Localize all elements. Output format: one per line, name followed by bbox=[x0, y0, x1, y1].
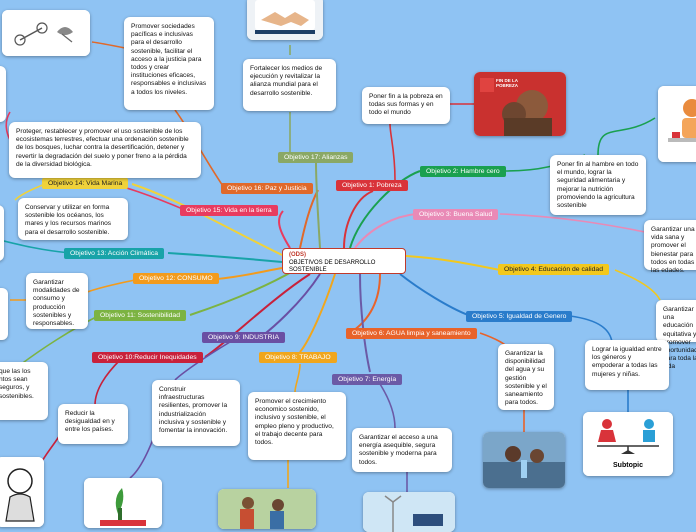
objective-15-description[interactable]: Proteger, restablecer y promover el uso … bbox=[9, 122, 201, 178]
objective-13-pill[interactable]: Objetivo 13: Acción Climática bbox=[64, 248, 165, 259]
objective-4-pill[interactable]: Objetivo 4: Educación de calidad bbox=[498, 264, 609, 275]
objective-14-description[interactable]: Conservar y utilizar en forma sostenible… bbox=[18, 198, 128, 240]
objective-2-description[interactable]: Poner fin al hambre en todo el mundo, lo… bbox=[550, 155, 646, 215]
objective-15-pill[interactable]: Objetivo 15: Vida en la tierra bbox=[180, 205, 278, 216]
objective-6-pill[interactable]: Objetivo 6: AGUA limpia y saneamiento bbox=[346, 328, 477, 339]
objective-11-pill[interactable]: Objetivo 11: Sostenibilidad bbox=[94, 310, 186, 321]
objective-1-pill[interactable]: Objetivo 1: Pobreza bbox=[336, 180, 408, 191]
poster-title: FIN DE LA POBREZA bbox=[496, 78, 519, 88]
objective-4-description[interactable]: Garantizar una educación equitativa y pr… bbox=[656, 300, 696, 370]
objective-11-description[interactable]: que las los ntos sean seguros, y sosteni… bbox=[0, 362, 48, 420]
objective-14-pill[interactable]: Objetivo 14: Vida Marina bbox=[42, 178, 129, 189]
objective-8-description[interactable]: Promover el crecimiento economico sosten… bbox=[248, 392, 346, 460]
objective-1-description[interactable]: Poner fin a la pobreza en todas sus form… bbox=[362, 87, 450, 124]
objective-6-description[interactable]: Garantizar la disponibilidad del agua y … bbox=[498, 344, 554, 410]
climate-image[interactable] bbox=[0, 205, 4, 261]
connector-lines bbox=[0, 41, 661, 492]
inequality-cartoon-image[interactable] bbox=[0, 457, 44, 527]
objective-5-description[interactable]: Lograr la igualdad entre los géneros y e… bbox=[585, 340, 669, 390]
central-topic-title: OBJETIVOS DE DESARROLLO SOSTENIBLE bbox=[289, 259, 376, 274]
objective-12-description[interactable]: Garantizar modalidades de consumo y prod… bbox=[26, 273, 88, 329]
water-image[interactable] bbox=[483, 432, 565, 488]
subtopic-label: Subtopic bbox=[613, 462, 643, 469]
objective-10-description[interactable]: Reducir la desigualdad en y entre los pa… bbox=[58, 404, 128, 444]
objective-3-pill[interactable]: Objetivo 3: Buena Salud bbox=[413, 209, 499, 220]
energy-image[interactable] bbox=[363, 492, 455, 532]
central-topic-acronym: (ODS) bbox=[289, 252, 306, 258]
objective-3-description[interactable]: Garantizar una vida sana y promover el b… bbox=[644, 220, 696, 274]
peace-justice-image[interactable] bbox=[2, 10, 90, 56]
consumption-image[interactable] bbox=[0, 288, 8, 340]
objective-9-pill[interactable]: Objetivo 9: INDUSTRIA bbox=[202, 332, 286, 343]
objective-10-pill[interactable]: Objetivo 10:Reducir Inequidades bbox=[92, 352, 203, 363]
alliances-handshake-image[interactable] bbox=[247, 0, 323, 40]
objective-9-description[interactable]: Construir infraestructuras resilientes, … bbox=[152, 380, 240, 446]
gender-equality-image[interactable]: Subtopic bbox=[583, 412, 673, 476]
life-on-land-image[interactable] bbox=[0, 66, 6, 122]
industry-image[interactable] bbox=[84, 478, 162, 528]
hunger-image[interactable] bbox=[658, 86, 696, 162]
work-image[interactable] bbox=[218, 489, 316, 529]
objective-8-pill[interactable]: Objetivo 8: TRABAJO bbox=[259, 352, 337, 363]
objective-12-pill[interactable]: Objetivo 12: CONSUMO bbox=[133, 273, 219, 284]
poverty-poster-image[interactable]: FIN DE LA POBREZA bbox=[474, 72, 566, 136]
objective-16-description[interactable]: Promover sociedades pacíficas e inclusiv… bbox=[124, 17, 214, 110]
objective-7-description[interactable]: Garantizar el acceso a una energía asequ… bbox=[352, 428, 452, 472]
central-topic[interactable]: (ODS) OBJETIVOS DE DESARROLLO SOSTENIBLE bbox=[282, 248, 406, 274]
objective-5-pill[interactable]: Objetivo 5: Igualdad de Genero bbox=[466, 311, 573, 322]
objective-17-description[interactable]: Fortalecer los medios de ejecución y rev… bbox=[243, 59, 336, 111]
objective-7-pill[interactable]: Objetivo 7: Energía bbox=[332, 374, 403, 385]
objective-16-pill[interactable]: Objetivo 16: Paz y Justicia bbox=[221, 183, 313, 194]
objective-17-pill[interactable]: Objetivo 17: Alianzas bbox=[278, 152, 354, 163]
objective-2-pill[interactable]: Objetivo 2: Hambre cero bbox=[420, 166, 506, 177]
